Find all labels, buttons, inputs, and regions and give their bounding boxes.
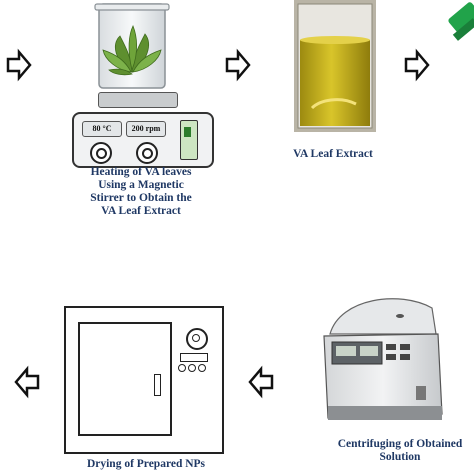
centrifuge-step-caption: Centrifuging of Obtained Solution <box>337 438 463 463</box>
power-switch[interactable] <box>180 120 198 160</box>
flow-arrow-right-icon <box>6 48 32 82</box>
rpm-display: 200 rpm <box>126 121 166 137</box>
heating-step-caption: Heating of VA leaves Using a Magnetic St… <box>90 166 192 217</box>
flow-arrow-left-icon <box>14 365 40 399</box>
temperature-display: 80 °C <box>82 121 122 137</box>
speed-knob[interactable] <box>136 142 158 164</box>
drying-oven <box>64 306 224 454</box>
temperature-knob[interactable] <box>90 142 112 164</box>
oven-control-bar <box>180 353 208 362</box>
partial-green-tool-icon <box>448 2 474 41</box>
oven-door[interactable] <box>78 322 172 436</box>
magnetic-stirrer: 80 °C 200 rpm <box>72 112 214 168</box>
extract-beaker-icon <box>294 0 376 132</box>
oven-knob[interactable] <box>198 364 206 372</box>
flow-arrow-right-icon <box>225 48 251 82</box>
beaker-with-leaves-icon <box>94 3 170 89</box>
pressure-gauge-icon <box>186 328 208 350</box>
extract-step-caption: VA Leaf Extract <box>293 148 373 160</box>
oven-knob[interactable] <box>178 364 186 372</box>
oven-door-handle[interactable] <box>154 374 161 396</box>
flow-arrow-left-icon <box>248 365 274 399</box>
drying-step-caption: Drying of Prepared NPs <box>86 458 206 470</box>
flow-arrow-right-icon <box>404 48 430 82</box>
stirrer-plate <box>98 92 178 108</box>
oven-knob[interactable] <box>188 364 196 372</box>
centrifuge-icon <box>323 298 443 420</box>
